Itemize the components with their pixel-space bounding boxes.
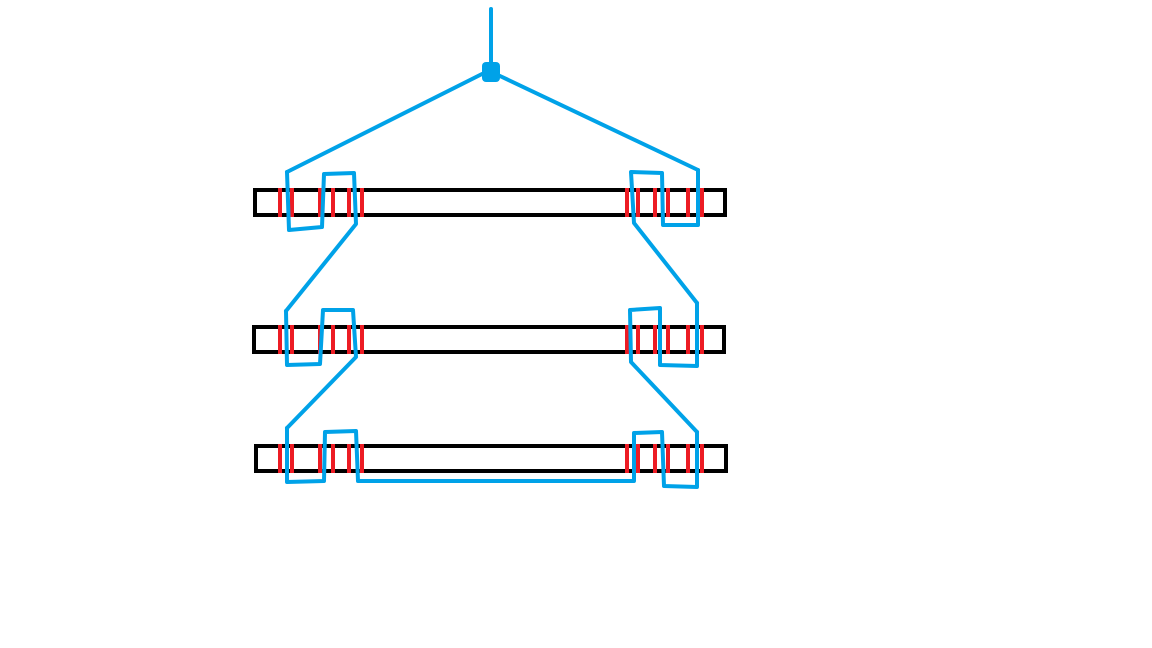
rope-bar2-left [284,308,358,430]
rope-right-top [498,74,700,172]
bars [252,188,728,473]
rope-bar1-right [629,168,700,305]
rope-left-top [285,72,484,174]
rope-bar1-left [284,170,358,313]
red-ticks [278,188,704,473]
rope-knot [482,62,500,82]
bar-3 [254,444,728,473]
rope-bar2-right [628,301,699,434]
rope-bar3 [285,426,699,489]
blue-rope [284,7,700,489]
bar-1 [253,188,727,217]
bar-2 [252,325,726,354]
